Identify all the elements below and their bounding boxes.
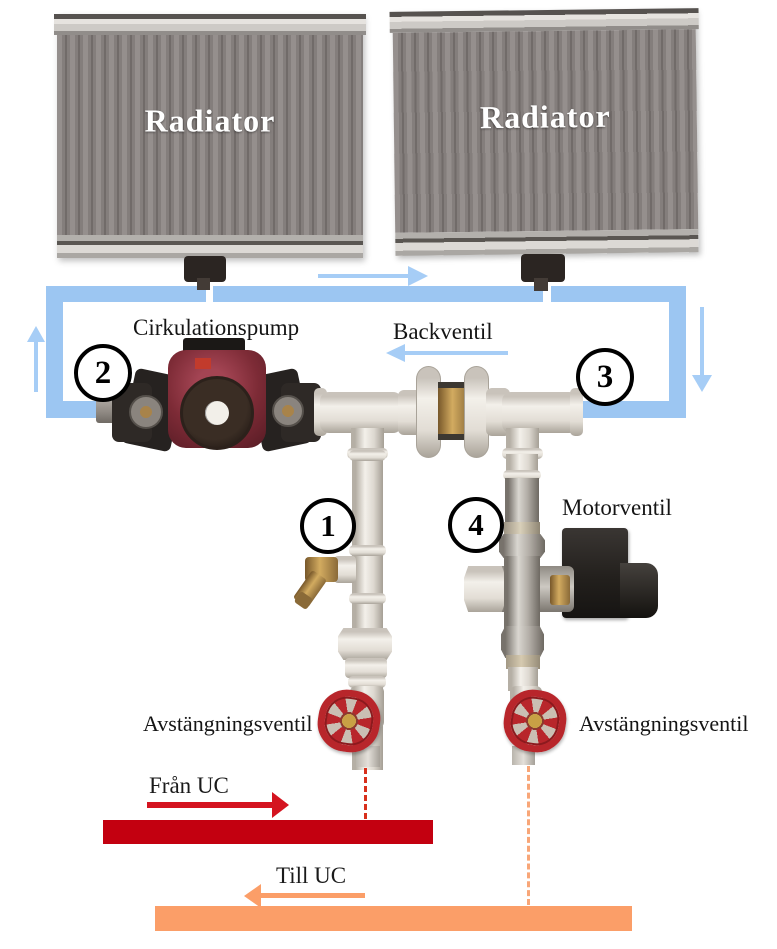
radiator-top-rail <box>54 14 366 35</box>
motor-valve-white-nut <box>464 566 506 612</box>
pump-face-dial <box>205 401 229 425</box>
label-till-uc: Till UC <box>276 863 347 888</box>
motor-valve-brass-ring <box>550 575 570 605</box>
tee-flare <box>570 388 583 436</box>
marker-4: 4 <box>448 497 504 553</box>
label-avstangningsventil-right: Avstängningsventil <box>579 711 749 736</box>
radiator-label: Radiator <box>479 98 611 136</box>
marker-3: 3 <box>576 348 634 406</box>
radiator-bottom-rail <box>57 235 363 258</box>
pipe-stub <box>356 746 380 767</box>
motor-valve-steel-pipe <box>505 478 539 528</box>
pump-label-chip <box>195 358 211 369</box>
supply-arrow-head-icon <box>272 792 289 818</box>
label-cirkulationspump: Cirkulationspump <box>133 315 300 340</box>
flow-arrow-left-icon <box>404 351 508 355</box>
pipe-ring <box>503 470 541 480</box>
pipe-loop-left <box>46 286 63 418</box>
check-valve-clamp-bottom <box>438 434 470 440</box>
flow-arrow-right-icon <box>318 274 410 278</box>
label-backventil: Backventil <box>393 319 493 344</box>
radiator-bottom-rail <box>395 229 699 256</box>
marker-1: 1 <box>300 498 356 554</box>
motor-valve-hex-collar <box>499 534 545 558</box>
radiator-label: Radiator <box>144 102 276 139</box>
check-valve-flange-left <box>416 366 441 458</box>
flow-arrow-down-icon <box>700 307 704 375</box>
motor-valve-body-vertical <box>504 556 540 630</box>
radiator-left: Radiator <box>54 14 366 258</box>
circulation-pump <box>95 338 343 468</box>
pipe-loop-bottom-left <box>46 401 106 418</box>
pipe-joint-gap <box>543 286 551 302</box>
dashed-connector-left <box>364 768 367 819</box>
flow-arrow-right-head-icon <box>408 266 428 286</box>
motor-actuator-cylinder <box>620 563 658 618</box>
marker-2: 2 <box>74 344 132 402</box>
radiator-valve-left-icon <box>184 256 226 291</box>
radiator-ribs <box>57 35 363 235</box>
tee-barrel <box>320 392 402 433</box>
drain-branch <box>334 556 356 583</box>
union-nut-hex <box>338 628 392 660</box>
motor-valve-wrap <box>506 655 540 669</box>
pipe-ring <box>349 593 386 604</box>
flow-arrow-left-head-icon <box>386 344 405 362</box>
tee-branch-flange <box>502 448 543 459</box>
pipe-ring <box>349 450 386 461</box>
return-pipe-bar <box>155 906 632 931</box>
radiator-right: Radiator <box>389 8 699 256</box>
pipe-loop-top <box>46 286 686 302</box>
dashed-connector-right <box>527 766 530 905</box>
radiator-valve-right-icon <box>521 254 565 291</box>
flow-arrow-up-head-icon <box>27 326 45 342</box>
motor-valve-wrap <box>504 522 540 536</box>
pump-union-disc-right <box>272 395 304 427</box>
flow-arrow-up-icon <box>34 340 38 392</box>
pipe-loop-right <box>669 286 686 418</box>
pipe-joint-gap <box>206 286 213 302</box>
check-valve-clamp-top <box>438 382 470 388</box>
union-lower <box>345 658 387 678</box>
return-arrow-head-icon <box>244 884 261 908</box>
motor-valve-union <box>501 626 544 658</box>
return-arrow-icon <box>260 893 365 898</box>
pipe-ring <box>348 676 386 688</box>
supply-arrow-icon <box>147 802 273 808</box>
flow-arrow-down-head-icon <box>692 375 712 392</box>
supply-pipe-bar <box>103 820 433 844</box>
label-motorventil: Motorventil <box>562 495 672 520</box>
tee-barrel <box>502 392 578 433</box>
pipe-ring <box>349 545 386 556</box>
label-avstangningsventil-left: Avstängningsventil <box>143 711 313 736</box>
pump-union-disc-left <box>129 395 163 429</box>
label-fran-uc: Från UC <box>149 773 229 798</box>
